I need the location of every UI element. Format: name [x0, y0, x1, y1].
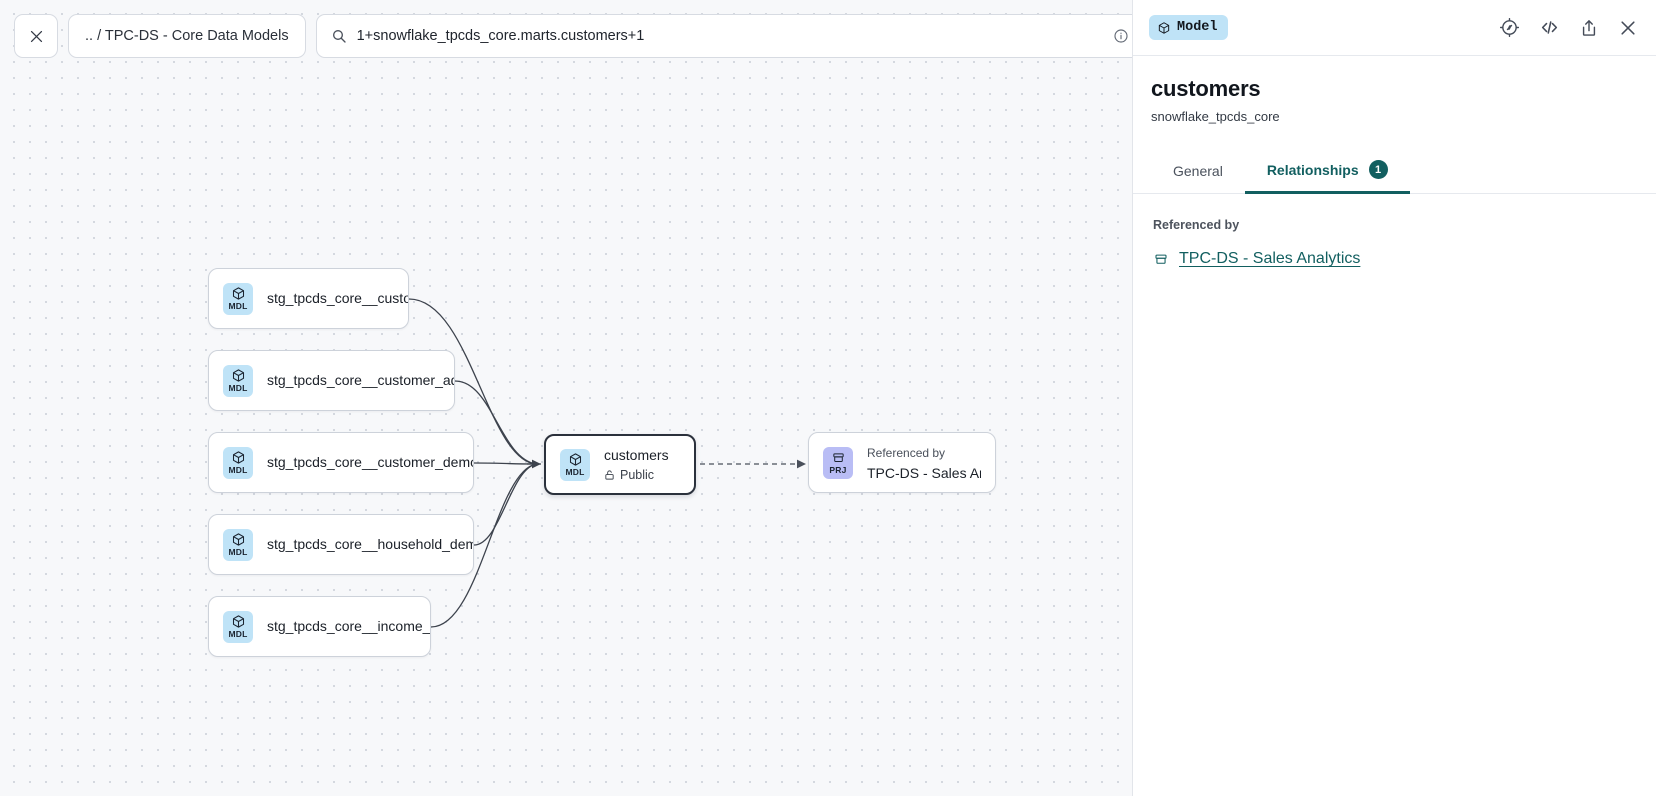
tab-relationships[interactable]: Relationships 1 [1244, 150, 1410, 194]
close-lineage-button[interactable] [14, 14, 58, 58]
referenced-by-link[interactable]: TPC-DS - Sales Analytics [1179, 250, 1361, 267]
model-badge: MDL [560, 448, 590, 481]
tab-relationships-label: Relationships [1266, 161, 1359, 178]
panel-header-actions [1499, 17, 1638, 38]
details-tabs: General Relationships 1 [1133, 150, 1656, 194]
search-icon [331, 28, 347, 44]
list-item[interactable]: TPC-DS - Sales Analytics [1153, 250, 1638, 268]
relationships-content: Referenced by TPC-DS - Sales Analytics [1133, 194, 1656, 268]
graph-node-text: stg_tpcds_core__customer_address [267, 372, 454, 390]
model-badge-label: MDL [228, 301, 248, 312]
close-panel-icon[interactable] [1618, 18, 1638, 38]
model-badge: MDL [223, 364, 253, 397]
details-panel-header: Model [1133, 0, 1656, 56]
project-badge-label: PRJ [829, 464, 847, 475]
tab-general-label: General [1173, 163, 1223, 179]
code-icon[interactable] [1539, 17, 1560, 38]
graph-node-stg-customer-demographics[interactable]: MDL stg_tpcds_core__customer_demogra… [208, 432, 474, 493]
graph-node-project-sales-analytics[interactable]: PRJ Referenced by TPC-DS - Sales Analyti… [808, 432, 996, 493]
graph-node-title: stg_tpcds_core__income_band [267, 617, 431, 634]
tab-relationships-count: 1 [1368, 160, 1388, 179]
graph-node-visibility-label: Public [620, 468, 655, 482]
compass-icon[interactable] [1499, 17, 1520, 38]
share-icon[interactable] [1579, 18, 1599, 38]
model-badge: MDL [223, 610, 253, 643]
graph-node-stg-household-demographics[interactable]: MDL stg_tpcds_core__household_demogr… [208, 514, 474, 575]
page-subtitle: snowflake_tpcds_core [1151, 109, 1280, 124]
graph-node-text: stg_tpcds_core__customer [267, 290, 408, 308]
graph-node-visibility: Public [604, 468, 680, 482]
graph-node-stg-income-band[interactable]: MDL stg_tpcds_core__income_band [208, 596, 431, 657]
model-badge-label: MDL [228, 383, 248, 394]
resource-type-chip[interactable]: Model [1149, 15, 1228, 40]
lineage-toolbar: .. / TPC-DS - Core Data Models 1+snowfla… [0, 0, 1132, 72]
cube-icon [1157, 21, 1171, 35]
lineage-search-input[interactable]: 1+snowflake_tpcds_core.marts.customers+1 [315, 14, 1132, 58]
project-badge: PRJ [823, 446, 853, 479]
resource-type-label: Model [1177, 20, 1218, 35]
lineage-search-value: 1+snowflake_tpcds_core.marts.customers+1 [356, 28, 645, 44]
referenced-by-label: Referenced by [1153, 218, 1240, 232]
lineage-canvas[interactable]: MDL stg_tpcds_core__customer MDL stg_tpc… [0, 0, 1132, 796]
model-badge: MDL [223, 282, 253, 315]
model-badge-label: MDL [228, 465, 248, 476]
graph-node-stg-customer[interactable]: MDL stg_tpcds_core__customer [208, 268, 409, 329]
graph-node-title: stg_tpcds_core__customer_demogra… [267, 453, 473, 470]
close-icon [28, 28, 45, 45]
model-badge: MDL [223, 528, 253, 561]
graph-node-customers[interactable]: MDL customers Public [544, 434, 696, 495]
graph-nodes-layer: MDL stg_tpcds_core__customer MDL stg_tpc… [208, 268, 996, 657]
graph-node-text: stg_tpcds_core__customer_demogra… [267, 454, 473, 472]
model-badge-label: MDL [228, 547, 248, 558]
graph-node-stg-customer-address[interactable]: MDL stg_tpcds_core__customer_address [208, 350, 455, 411]
graph-node-title: TPC-DS - Sales Analytics [867, 465, 981, 481]
graph-node-title: customers [604, 447, 669, 463]
graph-node-title: stg_tpcds_core__customer [267, 289, 408, 306]
breadcrumb[interactable]: .. / TPC-DS - Core Data Models [68, 14, 306, 58]
model-badge: MDL [223, 446, 253, 479]
graph-node-text: stg_tpcds_core__household_demogr… [267, 536, 473, 554]
graph-node-kicker: Referenced by [867, 446, 946, 460]
details-title-block: customers snowflake_tpcds_core [1133, 56, 1656, 124]
project-icon [1153, 252, 1169, 267]
model-badge-label: MDL [228, 629, 248, 640]
graph-node-text: customers Public [604, 447, 680, 482]
graph-node-title: stg_tpcds_core__customer_address [267, 371, 454, 388]
info-icon[interactable] [1113, 28, 1129, 44]
graph-node-text: Referenced by TPC-DS - Sales Analytics [867, 444, 981, 481]
graph-node-text: stg_tpcds_core__income_band [267, 618, 430, 636]
details-panel: Model [1132, 0, 1656, 796]
tab-general[interactable]: General [1151, 153, 1245, 194]
lock-icon [604, 469, 615, 481]
page-title: customers [1151, 76, 1261, 101]
model-badge-label: MDL [565, 467, 585, 478]
graph-node-title: stg_tpcds_core__household_demogr… [267, 535, 473, 552]
